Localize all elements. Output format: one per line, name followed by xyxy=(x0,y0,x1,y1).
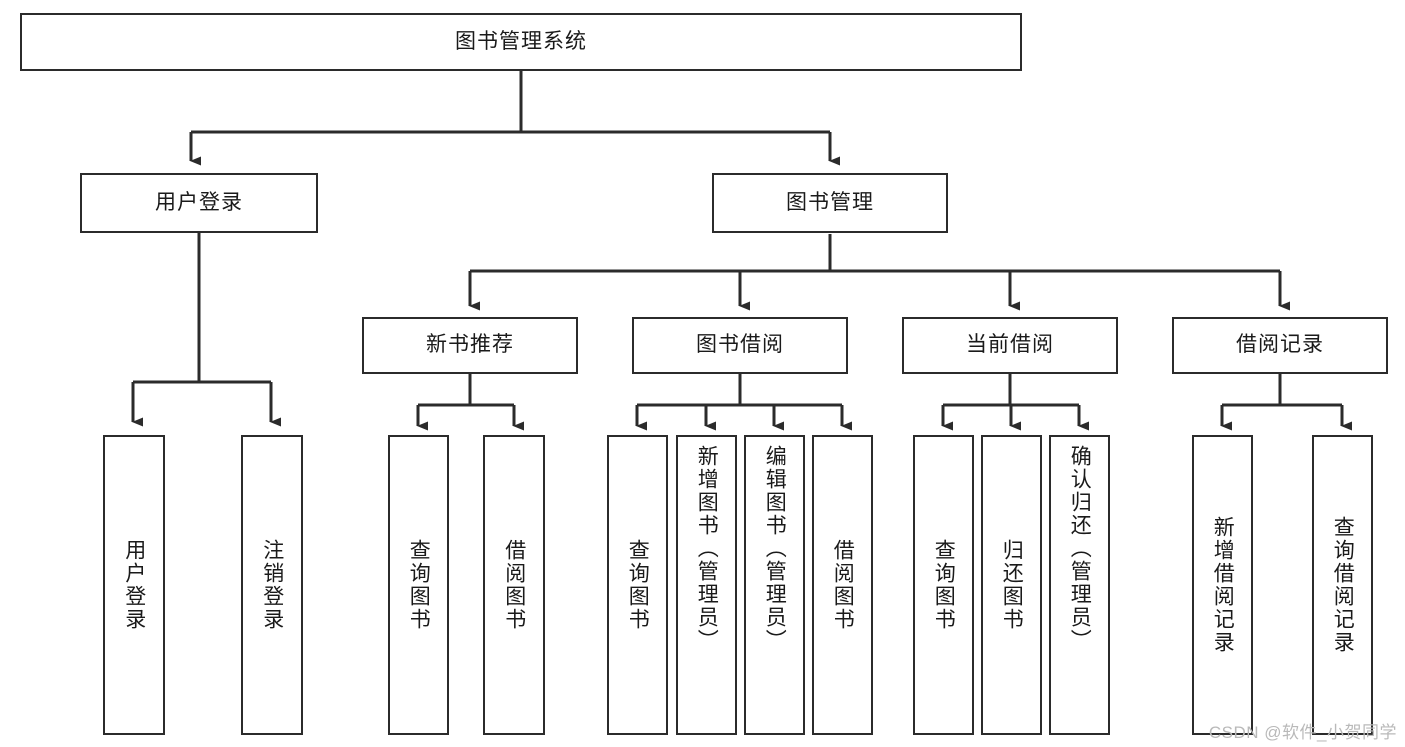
leaf-user-logout-label: 注销登录 xyxy=(260,539,284,631)
leaf-query-book-2[interactable]: 查询图书 xyxy=(607,435,668,735)
node-user-login[interactable]: 用户登录 xyxy=(80,173,318,233)
leaf-borrow-book-1-label: 借阅图书 xyxy=(502,539,526,631)
leaf-borrow-book-1[interactable]: 借阅图书 xyxy=(483,435,545,735)
leaf-user-login-label: 用户登录 xyxy=(122,539,146,631)
node-current-borrow-label: 当前借阅 xyxy=(966,333,1054,357)
leaf-query-book-3[interactable]: 查询图书 xyxy=(913,435,974,735)
leaf-query-book-3-label: 查询图书 xyxy=(932,539,956,631)
leaf-return-book-label: 归还图书 xyxy=(1000,539,1024,631)
leaf-edit-book[interactable]: 编辑图书（管理员） xyxy=(744,435,805,735)
leaf-query-book-2-label: 查询图书 xyxy=(626,539,650,631)
leaf-user-login[interactable]: 用户登录 xyxy=(103,435,165,735)
leaf-query-record[interactable]: 查询借阅记录 xyxy=(1312,435,1373,735)
node-borrow-record[interactable]: 借阅记录 xyxy=(1172,317,1388,374)
node-book-manage-label: 图书管理 xyxy=(786,190,874,214)
leaf-borrow-book-2[interactable]: 借阅图书 xyxy=(812,435,873,735)
node-book-manage[interactable]: 图书管理 xyxy=(712,173,948,233)
leaf-query-book-1[interactable]: 查询图书 xyxy=(388,435,449,735)
node-book-borrow[interactable]: 图书借阅 xyxy=(632,317,848,374)
node-new-book-recommend[interactable]: 新书推荐 xyxy=(362,317,578,374)
leaf-edit-book-label: 编辑图书（管理员） xyxy=(763,445,787,652)
node-root-label: 图书管理系统 xyxy=(455,29,587,53)
leaf-add-record[interactable]: 新增借阅记录 xyxy=(1192,435,1253,735)
leaf-query-book-1-label: 查询图书 xyxy=(407,539,431,631)
leaf-query-record-label: 查询借阅记录 xyxy=(1331,516,1355,654)
node-user-login-label: 用户登录 xyxy=(155,190,243,214)
leaf-return-book[interactable]: 归还图书 xyxy=(981,435,1042,735)
leaf-add-book[interactable]: 新增图书（管理员） xyxy=(676,435,737,735)
leaf-confirm-return[interactable]: 确认归还（管理员） xyxy=(1049,435,1110,735)
leaf-confirm-return-label: 确认归还（管理员） xyxy=(1068,445,1092,652)
node-root[interactable]: 图书管理系统 xyxy=(20,13,1022,71)
watermark-text: CSDN @软件_小贺同学 xyxy=(1208,723,1397,742)
leaf-user-logout[interactable]: 注销登录 xyxy=(241,435,303,735)
node-borrow-record-label: 借阅记录 xyxy=(1236,333,1324,357)
leaf-borrow-book-2-label: 借阅图书 xyxy=(831,539,855,631)
node-book-borrow-label: 图书借阅 xyxy=(696,333,784,357)
leaf-add-book-label: 新增图书（管理员） xyxy=(695,445,719,652)
node-current-borrow[interactable]: 当前借阅 xyxy=(902,317,1118,374)
leaf-add-record-label: 新增借阅记录 xyxy=(1211,516,1235,654)
node-new-book-recommend-label: 新书推荐 xyxy=(426,333,514,357)
